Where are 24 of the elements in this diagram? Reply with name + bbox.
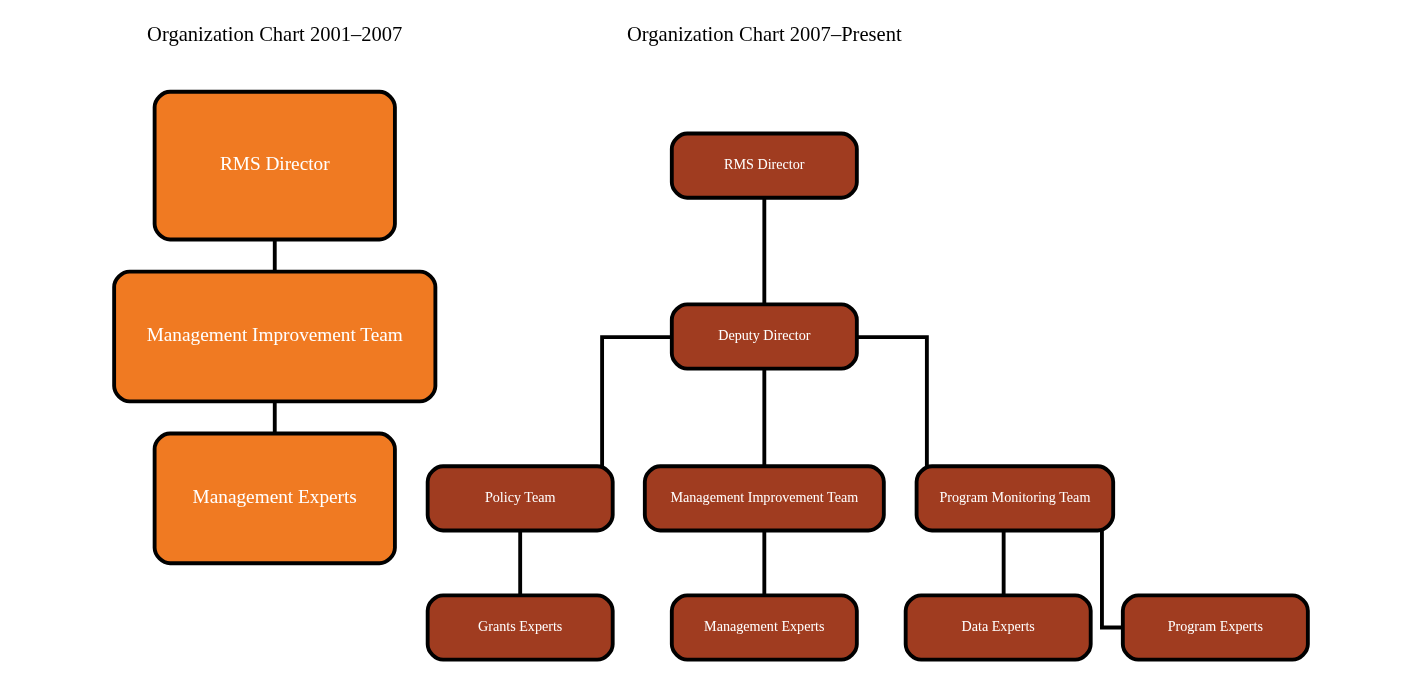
connector xyxy=(762,530,767,596)
node-box: Program Monitoring Team xyxy=(914,464,1116,533)
connector xyxy=(1100,530,1123,630)
node-box: RMS Director xyxy=(669,131,859,200)
node-box: Deputy Director xyxy=(669,302,859,371)
connector xyxy=(272,401,277,434)
node-box: Data Experts xyxy=(903,593,1093,662)
connector xyxy=(518,530,523,596)
node-box: Management Improvement Team xyxy=(112,269,438,404)
node-box: Policy Team xyxy=(425,464,615,533)
connector xyxy=(1001,530,1006,596)
label: Organization Chart 2001–2007 xyxy=(147,23,403,46)
node-box: Management Experts xyxy=(669,593,859,662)
label: Organization Chart 2007–Present xyxy=(626,23,902,46)
connector xyxy=(762,368,767,467)
connector xyxy=(272,239,277,272)
node-box: RMS Director xyxy=(152,89,397,242)
connector xyxy=(857,335,929,467)
node-box: Grants Experts xyxy=(425,593,615,662)
node-box: Management Improvement Team xyxy=(642,464,886,533)
node-box: Management Experts xyxy=(152,431,397,566)
connector xyxy=(600,335,672,467)
node-box: Program Experts xyxy=(1120,593,1310,662)
connector xyxy=(762,197,767,304)
